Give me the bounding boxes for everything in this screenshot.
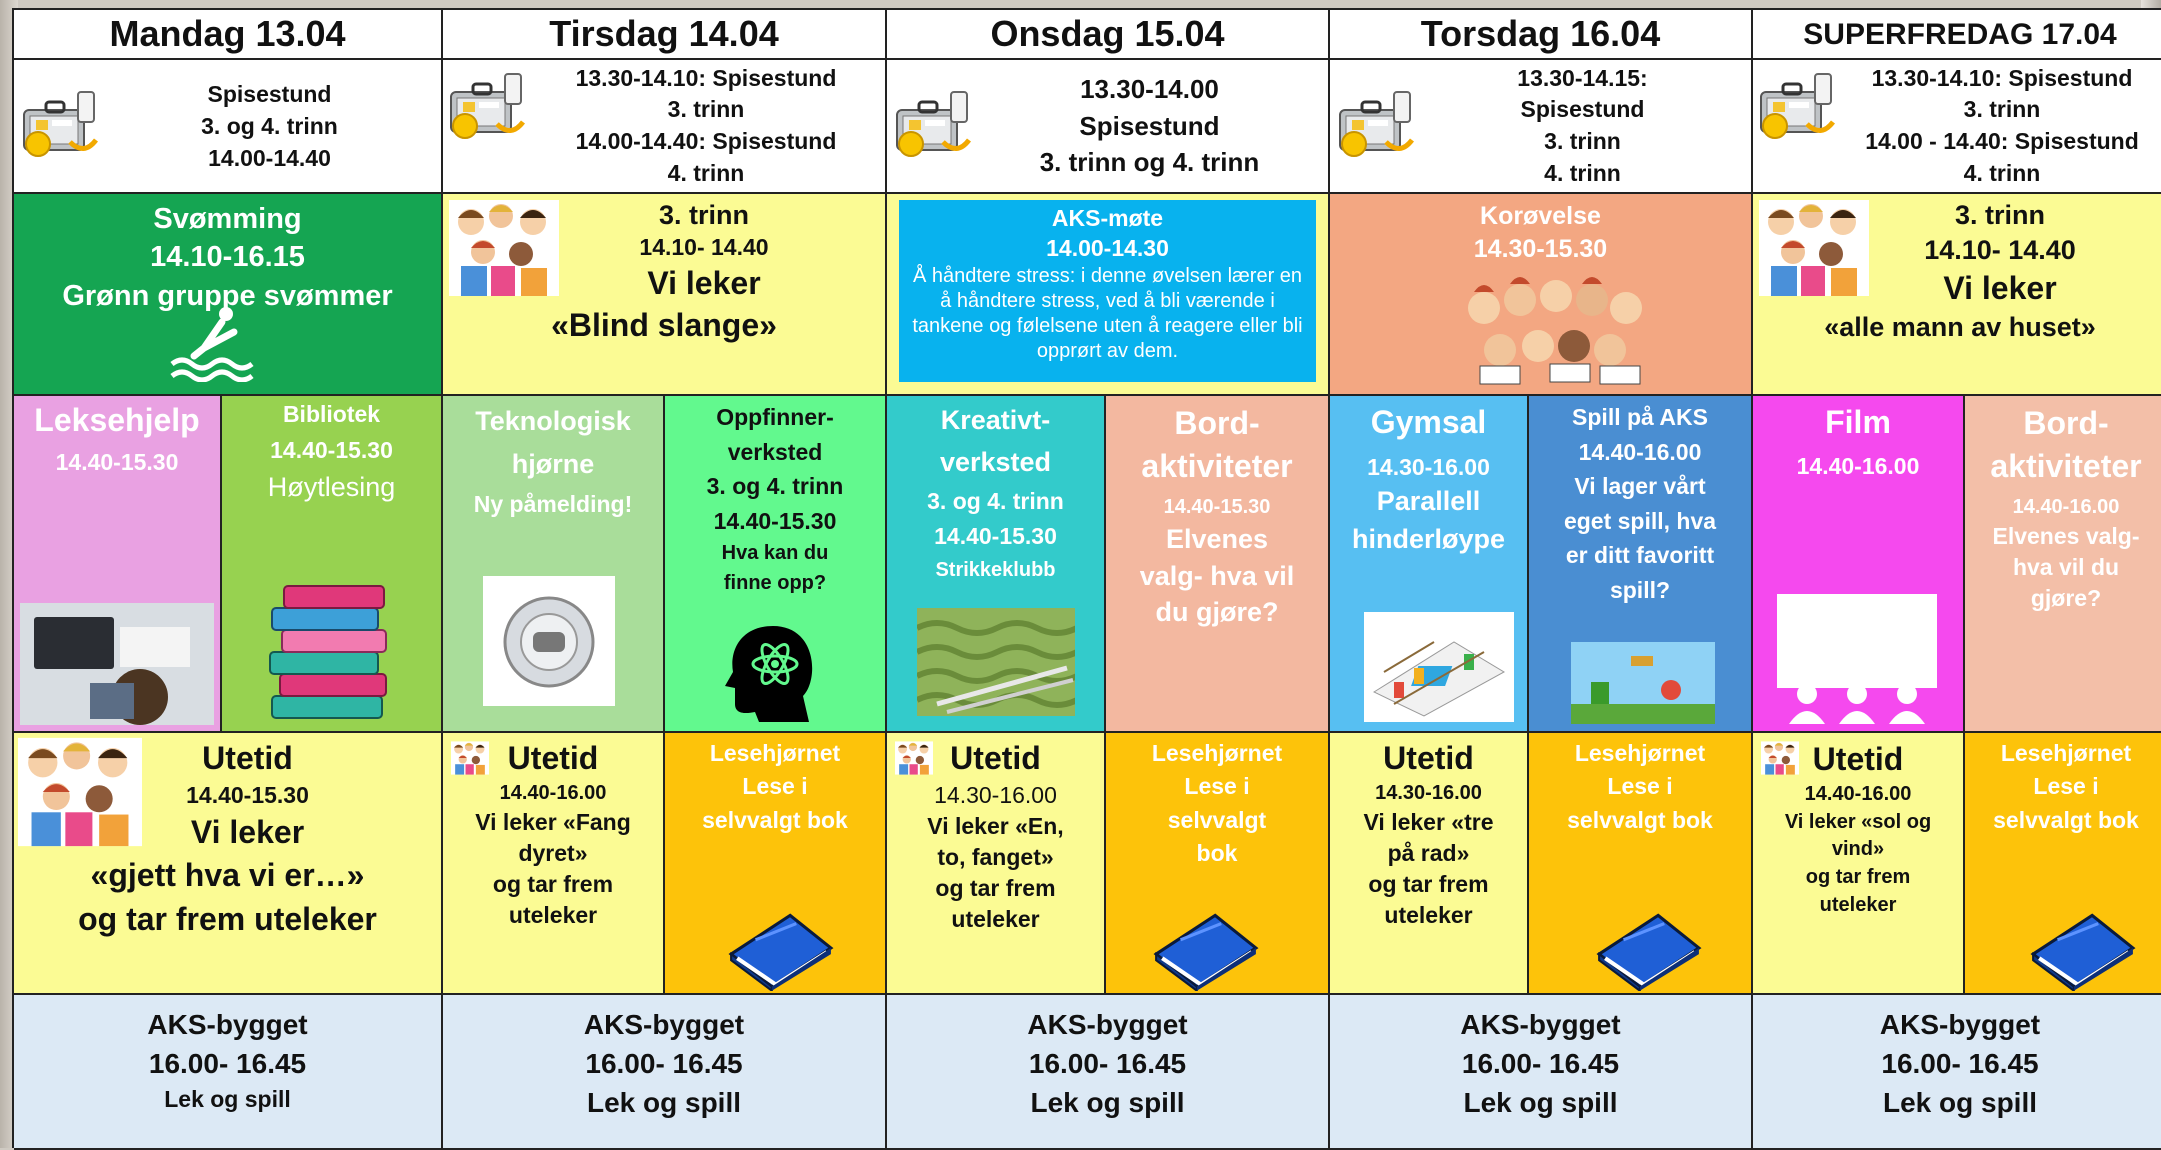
- swimmer-icon: [170, 307, 254, 382]
- day-header-thursday: Torsdag 16.04: [1330, 10, 1753, 60]
- activity-board-games-fri: Bord- aktiviteter 14.40-16.00 Elvenes va…: [1965, 396, 2161, 733]
- activity-games-aks: Spill på AKS 14.40-16.00 Vi lager vårt e…: [1529, 396, 1753, 733]
- activity-aks-meeting: AKS-møte 14.00-14.30 Å håndtere stress: …: [887, 194, 1330, 396]
- day-header-friday: SUPERFREDAG 17.04: [1753, 10, 2161, 60]
- aks-building-thursday: AKS-bygget 16.00- 16.45 Lek og spill: [1330, 995, 1753, 1150]
- outdoor-time-wednesday: Utetid 14.30-16.00 Vi leker «En, to, fan…: [887, 733, 1106, 995]
- activity-swimming: Svømming 14.10-16.15 Grønn gruppe svømme…: [14, 194, 443, 396]
- activity-homework-help: Leksehjelp 14.40-15.30: [14, 396, 222, 733]
- kids-icon: [18, 737, 142, 847]
- kids-icon: [451, 741, 489, 775]
- day-header-wednesday: Onsdag 15.04: [887, 10, 1330, 60]
- lunchbox-icon: [449, 70, 531, 140]
- laptop-photo: [20, 603, 214, 725]
- choir-icon: [1468, 277, 1642, 385]
- knitting-photo: [917, 608, 1075, 716]
- lunch-cell-monday: Spisestund 3. og 4. trinn 14.00-14.40: [14, 60, 443, 194]
- gym-course-icon: [1364, 612, 1514, 722]
- lunch-cell-thursday: 13.30-14.15: Spisestund 3. trinn 4. trin…: [1330, 60, 1753, 194]
- kids-icon: [895, 741, 933, 775]
- lunchbox-icon: [895, 88, 977, 158]
- outdoor-time-tuesday: Utetid 14.40-16.00 Vi leker «Fang dyret»…: [443, 733, 665, 995]
- activity-gym-hall: Gymsal 14.30-16.00 Parallell hinderløype: [1330, 396, 1529, 733]
- weekly-schedule: Mandag 13.04 Tirsdag 14.04 Onsdag 15.04 …: [12, 8, 2161, 1150]
- reading-corner-friday: Lesehjørnet Lese i selvvalgt bok: [1965, 733, 2161, 995]
- activity-creative-workshop: Kreativt- verksted 3. og 4. trinn 14.40-…: [887, 396, 1106, 733]
- activity-library: Bibliotek 14.40-15.30 Høytlesing: [222, 396, 443, 733]
- activity-film: Film 14.40-16.00: [1753, 396, 1965, 733]
- aks-meeting-box: AKS-møte 14.00-14.30 Å håndtere stress: …: [899, 200, 1316, 382]
- lunchbox-icon: [1759, 70, 1841, 140]
- books-icon: [269, 585, 387, 719]
- activity-board-games-wed: Bord- aktiviteter 14.40-15.30 Elvenes va…: [1106, 396, 1330, 733]
- activity-friday-play: 3. trinn 14.10- 14.40 Vi leker «alle man…: [1753, 194, 2161, 396]
- robot-ball-photo: [483, 576, 615, 706]
- lunchbox-icon: [22, 88, 104, 158]
- day-header-monday: Mandag 13.04: [14, 10, 443, 60]
- reading-corner-tuesday: Lesehjørnet Lese i selvvalgt bok: [665, 733, 887, 995]
- activity-tuesday-play: 3. trinn 14.10- 14.40 Vi leker «Blind sl…: [443, 194, 887, 396]
- cinema-icon: [1777, 594, 1937, 724]
- kids-icon: [1761, 741, 1799, 775]
- lunch-cell-friday: 13.30-14.10: Spisestund 3. trinn 14.00 -…: [1753, 60, 2161, 194]
- lunch-cell-wednesday: 13.30-14.00 Spisestund 3. trinn og 4. tr…: [887, 60, 1330, 194]
- lunchbox-icon: [1338, 88, 1420, 158]
- activity-choir: Korøvelse 14.30-15.30: [1330, 194, 1753, 396]
- book-icon: [725, 909, 837, 991]
- book-icon: [1593, 909, 1705, 991]
- aks-building-tuesday: AKS-bygget 16.00- 16.45 Lek og spill: [443, 995, 887, 1150]
- aks-building-monday: AKS-bygget 16.00- 16.45 Lek og spill: [14, 995, 443, 1150]
- aks-building-wednesday: AKS-bygget 16.00- 16.45 Lek og spill: [887, 995, 1330, 1150]
- reading-corner-wednesday: Lesehjørnet Lese i selvvalgt bok: [1106, 733, 1330, 995]
- outdoor-time-friday: Utetid 14.40-16.00 Vi leker «sol og vind…: [1753, 733, 1965, 995]
- kids-icon: [449, 200, 559, 296]
- outdoor-time-monday: Utetid 14.40-15.30 Vi leker «gjett hva v…: [14, 733, 443, 995]
- book-icon: [1150, 909, 1262, 991]
- head-atom-icon: [725, 626, 813, 722]
- activity-technology-corner: Teknologisk hjørne Ny påmelding!: [443, 396, 665, 733]
- aks-building-friday: AKS-bygget 16.00- 16.45 Lek og spill: [1753, 995, 2161, 1150]
- kids-icon: [1759, 200, 1869, 296]
- book-icon: [2027, 909, 2139, 991]
- lunch-cell-tuesday: 13.30-14.10: Spisestund 3. trinn 14.00-1…: [443, 60, 887, 194]
- reading-corner-thursday: Lesehjørnet Lese i selvvalgt bok: [1529, 733, 1753, 995]
- outdoor-time-thursday: Utetid 14.30-16.00 Vi leker «tre på rad»…: [1330, 733, 1529, 995]
- day-header-tuesday: Tirsdag 14.04: [443, 10, 887, 60]
- game-screen-photo: [1571, 642, 1715, 724]
- activity-inventor-workshop: Oppfinner- verksted 3. og 4. trinn 14.40…: [665, 396, 887, 733]
